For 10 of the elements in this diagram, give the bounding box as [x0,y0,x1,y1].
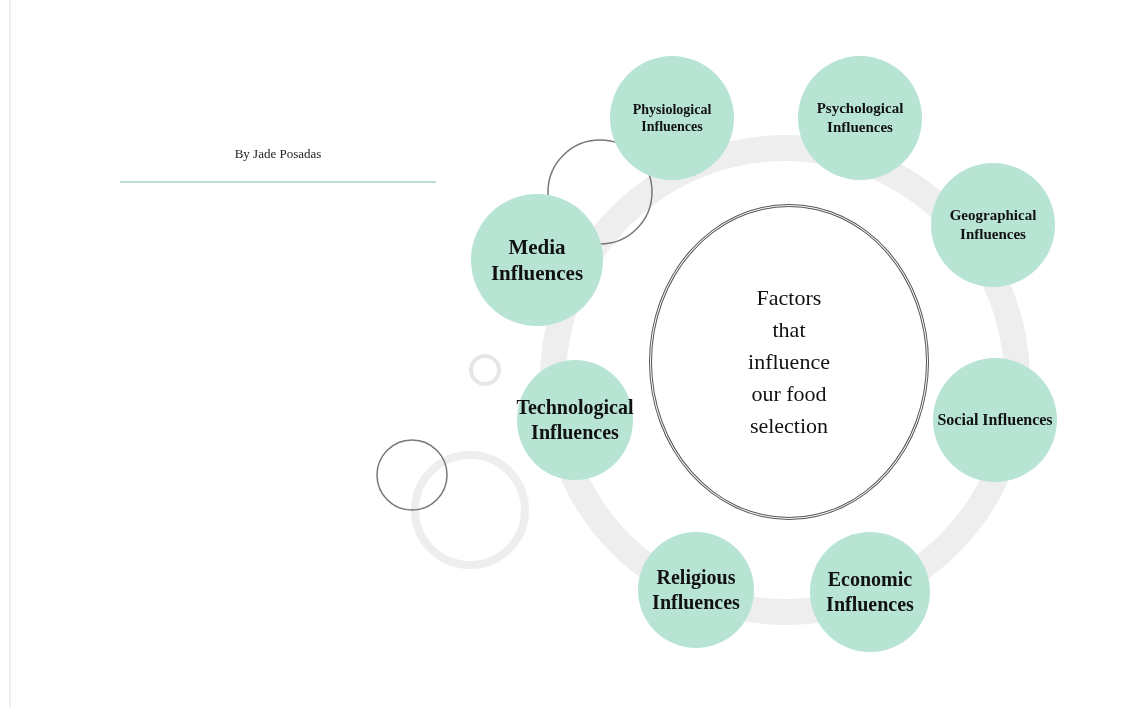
topic-label: Geographical Influences [948,206,1038,244]
topic-label: Physiological Influences [631,100,713,136]
center-title: Factors that influence our food selection [747,284,831,440]
topic-label: Psychological Influences [815,99,905,137]
topic-label: Social Influences [937,410,1053,430]
topic-label: Economic Influences [825,567,915,617]
author-line: By Jade Posadas [233,146,323,162]
topic-label: Religious Influences [651,565,741,615]
topic-label: Technological Influences [516,395,634,445]
topic-label: Media Influences [489,233,585,287]
